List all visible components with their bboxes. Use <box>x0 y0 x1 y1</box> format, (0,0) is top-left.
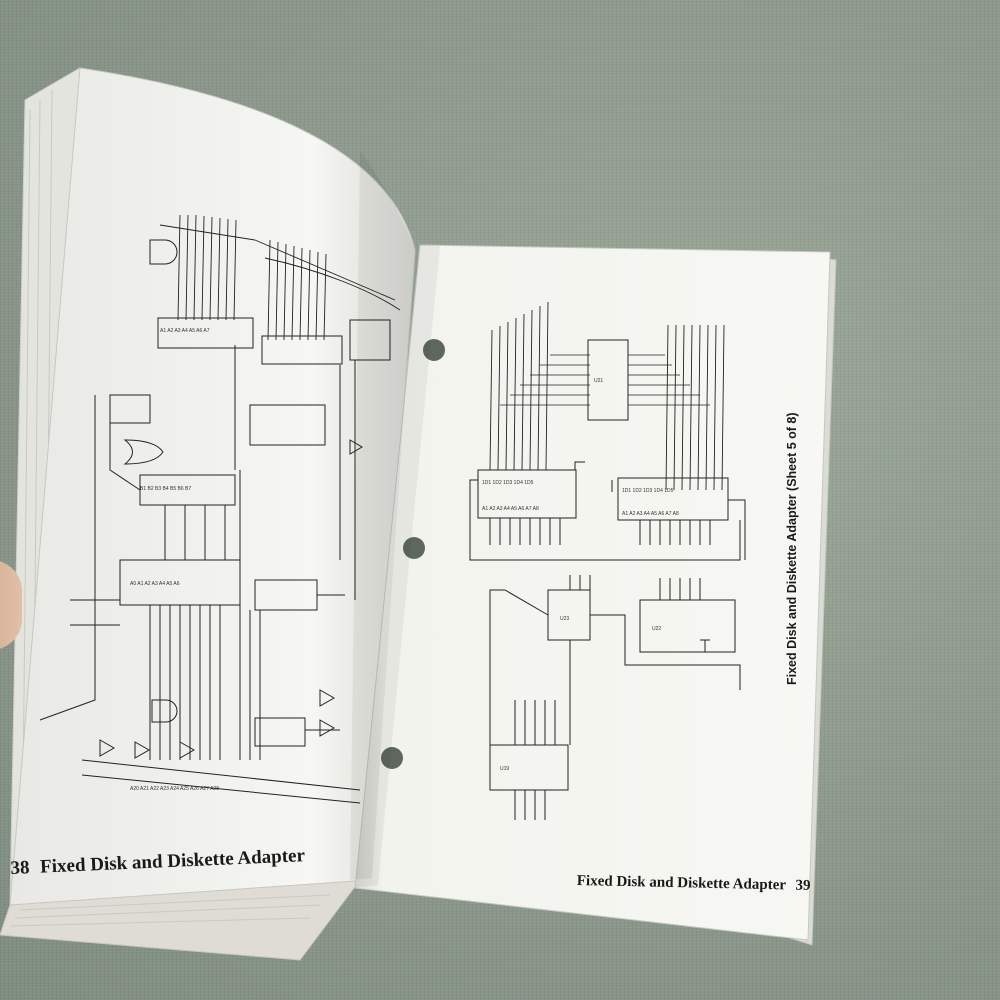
right-page <box>354 244 831 941</box>
left-schematic <box>39 214 401 804</box>
svg-text:A1 A2 A3 A4 A5 A6 A7 A8: A1 A2 A3 A4 A5 A6 A7 A8 <box>482 506 539 512</box>
right-page-number: 39 <box>795 877 811 894</box>
right-footer-title: Fixed Disk and Diskette Adapter <box>576 873 786 894</box>
svg-text:U22: U22 <box>652 626 661 632</box>
binding-hole <box>403 537 425 559</box>
svg-text:1D1 1D2 1D3 1D4 1D5: 1D1 1D2 1D3 1D4 1D5 <box>622 488 674 494</box>
svg-text:A1 A2 A3 A4 A5 A6 A7 A8: A1 A2 A3 A4 A5 A6 A7 A8 <box>622 511 679 517</box>
svg-text:U19: U19 <box>500 766 509 772</box>
binding-hole <box>381 747 403 769</box>
svg-text:1D1 1D2 1D3 1D4 1D5: 1D1 1D2 1D3 1D4 1D5 <box>482 480 534 486</box>
svg-text:U21: U21 <box>594 378 603 384</box>
svg-text:U23: U23 <box>560 616 569 622</box>
binding-hole <box>423 339 445 361</box>
svg-text:A0 A1 A2 A3 A4 A5 A6: A0 A1 A2 A3 A4 A5 A6 <box>130 581 180 587</box>
thumb <box>0 560 22 650</box>
left-pin-labels: A1 A2 A3 A4 A5 A6 A7 B1 B2 B3 B4 B5 B6 B… <box>130 328 219 792</box>
sheet-title: Fixed Disk and Diskette Adapter (Sheet 5… <box>785 412 799 685</box>
right-pin-labels: 1D1 1D2 1D3 1D4 1D5 A1 A2 A3 A4 A5 A6 A7… <box>482 378 679 772</box>
svg-text:B1 B2 B3 B4 B5 B6 B7: B1 B2 B3 B4 B5 B6 B7 <box>140 486 191 492</box>
right-schematic <box>469 301 746 820</box>
left-page <box>9 67 416 906</box>
svg-text:A20 A21 A22 A23 A24 A25 A26 A2: A20 A21 A22 A23 A24 A25 A26 A27 A28 <box>130 786 219 792</box>
svg-text:A1 A2 A3 A4 A5 A6 A7: A1 A2 A3 A4 A5 A6 A7 <box>160 328 210 334</box>
left-page-number: 38 <box>10 857 30 879</box>
